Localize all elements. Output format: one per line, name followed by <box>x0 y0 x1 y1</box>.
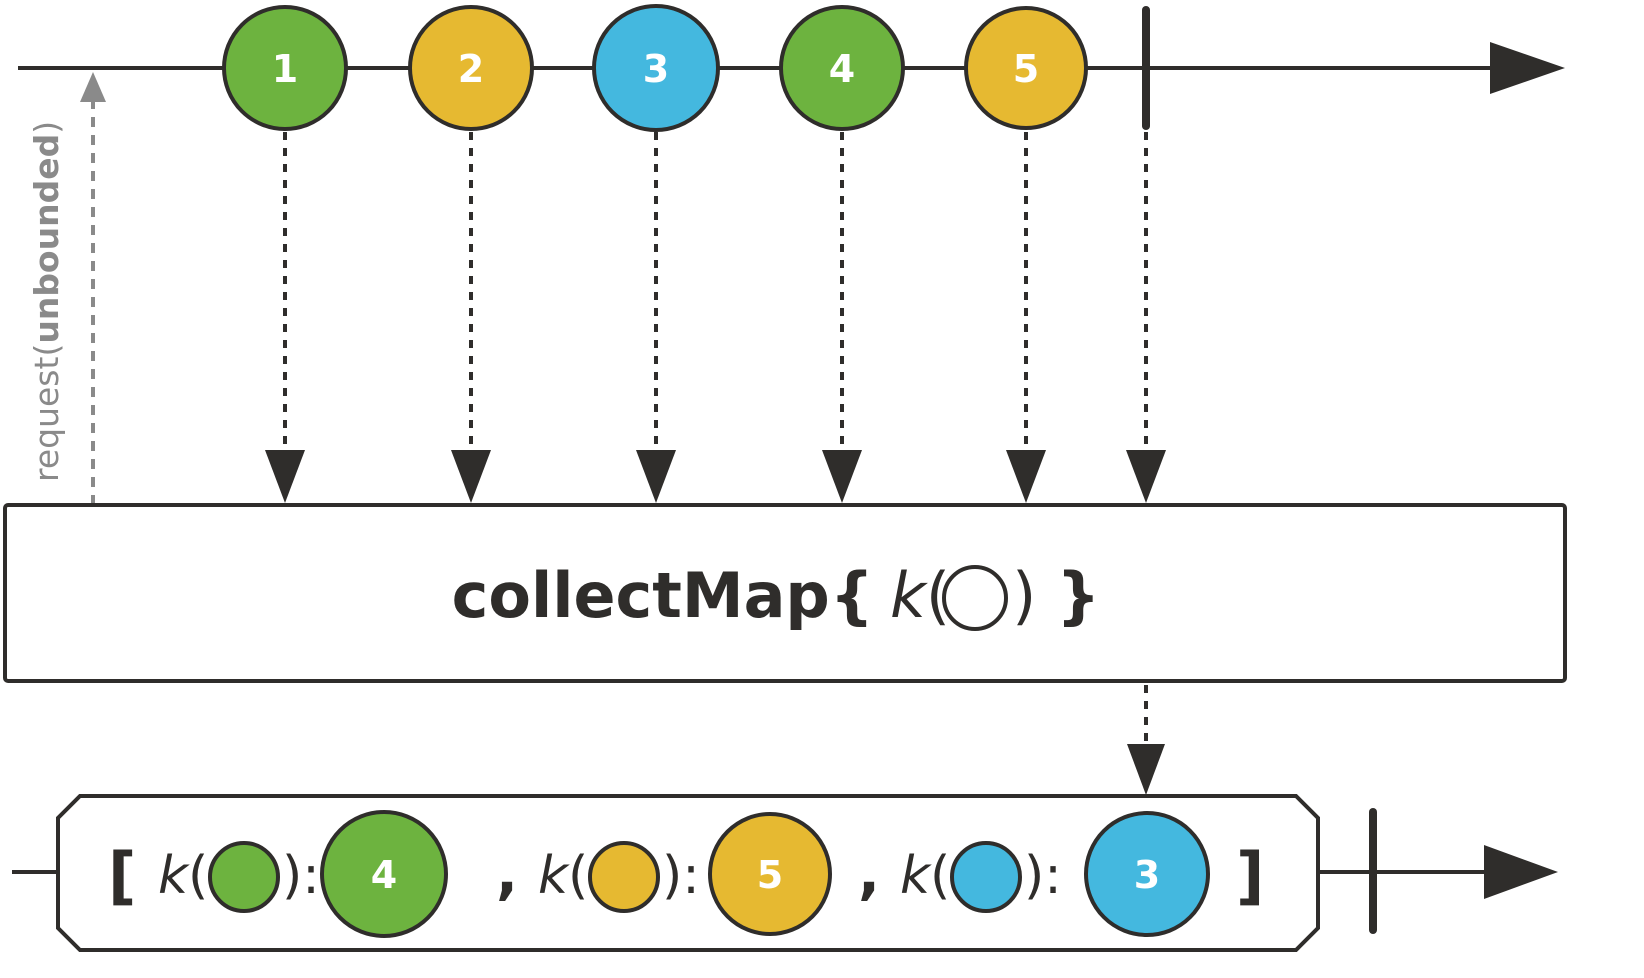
operator-box-frame <box>3 503 1567 683</box>
operator-output-arrowhead <box>1127 744 1165 795</box>
result-entry-value-marble <box>708 812 832 936</box>
operator-name: collectMap{ <box>452 559 874 632</box>
source-drop-arrows <box>265 132 1166 503</box>
source-marble-circle-2 <box>408 5 534 131</box>
request-signal: request(unbounded) <box>27 72 106 505</box>
drop-arrowhead-2 <box>451 450 491 503</box>
operator-label: collectMap{k()} <box>452 559 1101 632</box>
source-marble-label-3: 3 <box>643 47 669 91</box>
result-entry-value-label: 3 <box>1134 853 1160 897</box>
result-entry-key-fn: k <box>900 846 932 906</box>
result-open-bracket: [ <box>108 839 136 912</box>
result-entry-close-paren: ): <box>662 846 700 906</box>
drop-arrowhead-completion <box>1126 450 1166 503</box>
result-entry-key-circle <box>950 841 1022 913</box>
result-entry-3: k(): 3 <box>900 811 1210 937</box>
result-entry-1: k(): 4 <box>158 810 448 938</box>
result-entry-value-label: 5 <box>757 853 783 897</box>
result-entry-key-fn: k <box>538 846 570 906</box>
operator-fn: k <box>890 559 928 632</box>
source-timeline-arrowhead <box>1490 42 1565 94</box>
operator-fn-placeholder-circle <box>942 565 1008 631</box>
operator-box: collectMap{k()} <box>3 503 1567 683</box>
source-marble-circle-4 <box>779 5 905 131</box>
result-entry-open-paren: ( <box>188 846 208 906</box>
source-marble-circle-1 <box>222 5 348 131</box>
result-timeline <box>12 808 1558 934</box>
source-marble-label-1: 1 <box>272 47 298 91</box>
source-marble-label-5: 5 <box>1013 47 1039 91</box>
result-entry-key-circle <box>208 841 280 913</box>
result-entry-open-paren: ( <box>930 846 950 906</box>
result-entry-key-circle <box>588 841 660 913</box>
source-marble-label-4: 4 <box>829 47 855 91</box>
result-close-bracket: ] <box>1236 839 1264 912</box>
drop-arrowhead-5 <box>1006 450 1046 503</box>
source-marble-circle-5 <box>964 6 1088 130</box>
source-marble-4: 4 <box>779 5 905 131</box>
result-timeline-arrowhead <box>1484 845 1558 899</box>
result-entry-open-paren: ( <box>568 846 588 906</box>
result-entry-close-paren: ): <box>282 846 320 906</box>
request-arrowhead <box>80 72 106 102</box>
source-marbles: 1 2 3 4 5 <box>222 4 1088 132</box>
source-marble-3: 3 <box>592 4 720 132</box>
drop-arrowhead-1 <box>265 450 305 503</box>
result-separator-1: , <box>496 839 518 907</box>
source-marble-label-2: 2 <box>458 47 484 91</box>
result-separator-2: , <box>858 839 880 907</box>
result-entry-close-paren: ): <box>1024 846 1062 906</box>
source-marble-5: 5 <box>964 6 1088 130</box>
drop-arrowhead-4 <box>822 450 862 503</box>
result-entry-value-marble <box>320 810 448 938</box>
operator-output-arrow <box>1127 685 1165 795</box>
source-marble-2: 2 <box>408 5 534 131</box>
result-entry-2: k(): 5 <box>538 812 832 936</box>
result-entry-value-label: 4 <box>371 853 397 897</box>
result-entry-key-fn: k <box>158 846 190 906</box>
request-label: request(unbounded) <box>27 121 66 482</box>
source-marble-circle-3 <box>592 4 720 132</box>
result-entry-value-marble <box>1084 811 1210 937</box>
drop-arrowhead-3 <box>636 450 676 503</box>
source-marble-1: 1 <box>222 5 348 131</box>
